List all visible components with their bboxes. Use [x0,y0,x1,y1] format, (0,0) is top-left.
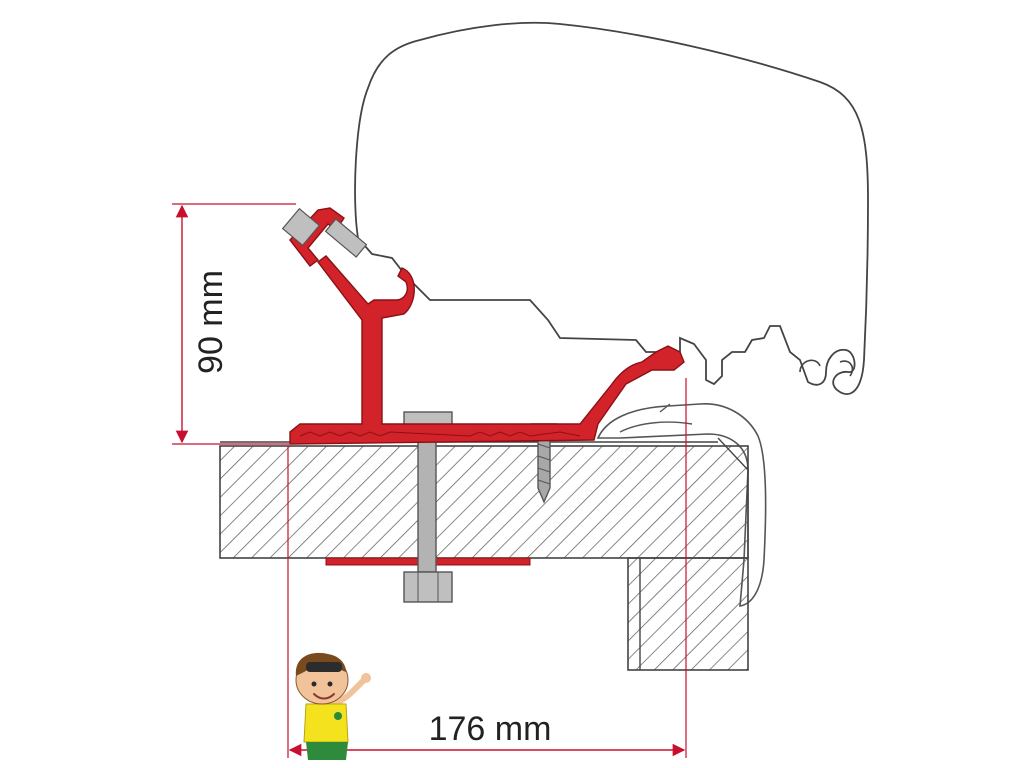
roof-corner-cap [717,437,749,558]
wall-panel [627,557,749,671]
awning-cassette [354,21,869,395]
height-label: 90 mm [192,270,230,374]
bolt-shaft [417,431,437,573]
clamp-nut [281,207,321,247]
cassette-inner-curl [799,359,854,377]
rail-inner [619,403,693,433]
clamp-bolt [324,218,368,258]
nut [403,571,453,603]
sunglasses-icon [306,662,342,672]
width-label: 176 mm [429,710,552,748]
screw-thread [537,443,551,485]
mascot-boy [295,652,371,760]
bracket-base-serration [299,431,581,437]
roof-panel [219,445,749,559]
adapter-bracket [289,255,685,445]
